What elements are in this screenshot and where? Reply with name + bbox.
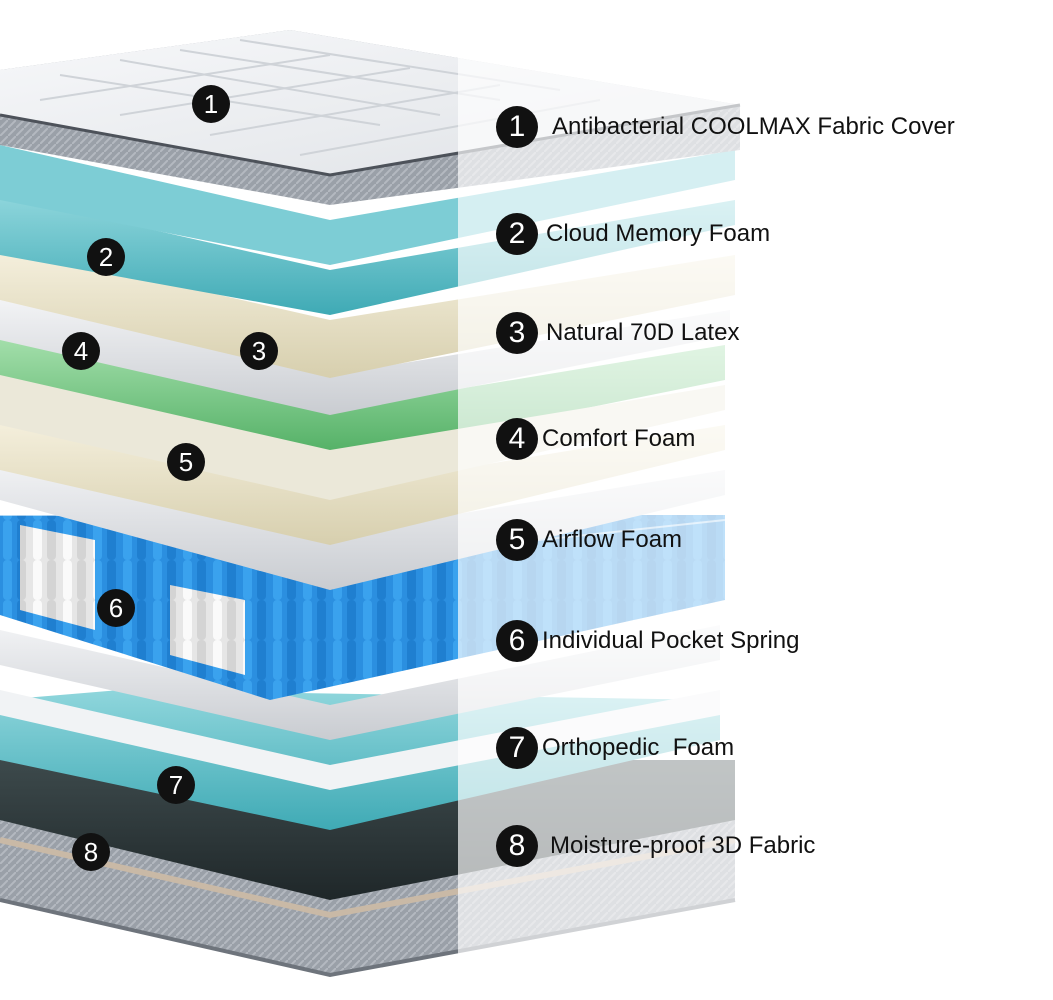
legend-label: Orthopedic Foam [542, 734, 735, 761]
legend-label: Comfort Foam [542, 425, 696, 452]
legend-item-7: 7 Orthopedic Foam [496, 725, 734, 771]
layer-marker-1: 1 [192, 85, 230, 123]
legend-label: Natural 70D Latex [546, 319, 740, 346]
legend-number: 4 [496, 418, 538, 460]
legend-number: 3 [496, 312, 538, 354]
legend-label: Cloud Memory Foam [546, 220, 771, 247]
translucent-label-panel [458, 0, 1053, 1000]
legend-item-2: 2 Cloud Memory Foam [496, 211, 770, 257]
legend-item-1: 1 Antibacterial COOLMAX Fabric Cover [496, 104, 955, 150]
legend-label: Moisture-proof 3D Fabric [550, 832, 816, 859]
legend-label: Individual Pocket Spring [542, 627, 800, 654]
legend-number: 5 [496, 519, 538, 561]
layer-marker-7: 7 [157, 766, 195, 804]
legend-item-4: 4 Comfort Foam [496, 416, 695, 462]
legend-number: 1 [496, 106, 538, 148]
legend-label: Airflow Foam [542, 526, 683, 553]
layer-marker-8: 8 [72, 833, 110, 871]
layer-marker-4: 4 [62, 332, 100, 370]
layer-marker-3: 3 [240, 332, 278, 370]
layer-marker-6: 6 [97, 589, 135, 627]
legend-number: 2 [496, 213, 538, 255]
legend-number: 6 [496, 620, 538, 662]
layer-marker-2: 2 [87, 238, 125, 276]
legend-number: 8 [496, 825, 538, 867]
legend-item-3: 3 Natural 70D Latex [496, 310, 739, 356]
legend-number: 7 [496, 727, 538, 769]
layer-marker-5: 5 [167, 443, 205, 481]
layer-2-memory-foam [0, 145, 735, 315]
legend-item-5: 5 Airflow Foam [496, 517, 682, 563]
legend-item-8: 8 Moisture-proof 3D Fabric [496, 823, 815, 869]
legend-label: Antibacterial COOLMAX Fabric Cover [552, 113, 955, 140]
legend-item-6: 6 Individual Pocket Spring [496, 618, 799, 664]
